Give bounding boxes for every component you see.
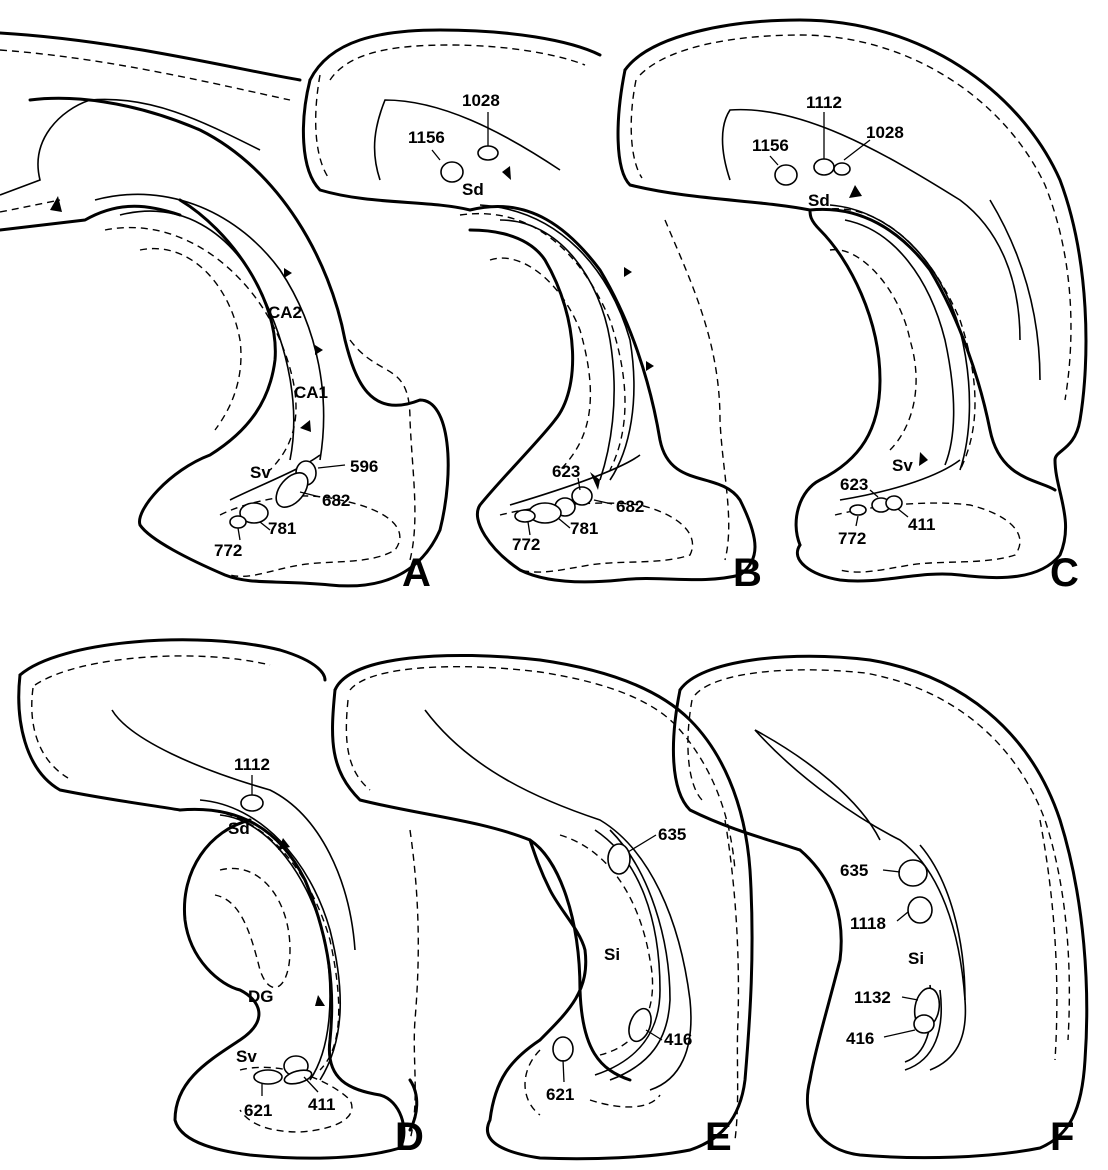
lesion-label: 596 xyxy=(350,457,378,476)
region-label-ca2: CA2 xyxy=(268,303,302,322)
region-label-si: Si xyxy=(908,949,924,968)
panel-letter: F xyxy=(1050,1115,1074,1159)
lesion-label: 1118 xyxy=(850,914,886,933)
lesion-label: 411 xyxy=(908,515,935,534)
region-label-sd: Sd xyxy=(462,180,484,199)
lesion-label: 1028 xyxy=(462,91,500,110)
lesion-label: 1156 xyxy=(408,128,445,147)
lesion-label: 772 xyxy=(838,529,866,548)
panel-letter: C xyxy=(1050,551,1079,595)
region-label-ca1: CA1 xyxy=(294,383,328,402)
lesion-label: 623 xyxy=(840,475,868,494)
lesion-label: 682 xyxy=(616,497,644,516)
panel-e: 635 Si 416 621 E xyxy=(331,653,754,1161)
lesion-label: 635 xyxy=(658,825,686,844)
lesion-label: 781 xyxy=(570,519,598,538)
panel-a: CA2 CA1 Sv 596 682 781 772 A xyxy=(0,31,450,595)
lesion-label: 772 xyxy=(214,541,242,560)
panel-f: 635 1118 Si 1132 416 F xyxy=(671,654,1089,1160)
panel-letter: D xyxy=(395,1115,424,1159)
panel-d: 1112 Sd DG Sv 621 411 D xyxy=(17,638,424,1160)
lesion-label: 772 xyxy=(512,535,540,554)
lesion-label: 1112 xyxy=(234,755,270,774)
lesion-label: 1156 xyxy=(752,136,789,155)
lesion-label: 1112 xyxy=(806,93,842,112)
lesion-label: 416 xyxy=(846,1029,874,1048)
region-label-sd: Sd xyxy=(228,819,250,838)
panel-b: 1028 1156 Sd 623 682 781 772 B xyxy=(302,28,762,595)
lesion-label: 1028 xyxy=(866,123,904,142)
lesion-label: 621 xyxy=(244,1101,272,1120)
panel-c: 1112 1028 1156 Sd Sv 623 411 772 C xyxy=(616,18,1088,595)
lesion-label: 682 xyxy=(322,491,350,510)
region-label-si: Si xyxy=(604,945,620,964)
region-label-sd: Sd xyxy=(808,191,830,210)
lesion-label: 416 xyxy=(664,1030,692,1049)
lesion-label: 621 xyxy=(546,1085,574,1104)
panel-letter: B xyxy=(733,551,762,595)
region-label-sv: Sv xyxy=(892,456,913,475)
lesion-label: 411 xyxy=(308,1095,335,1114)
lesion-label: 635 xyxy=(840,861,868,880)
region-label-sv: Sv xyxy=(236,1047,257,1066)
panel-letter: A xyxy=(402,551,431,595)
region-label-dg: DG xyxy=(248,987,274,1006)
lesion-label: 781 xyxy=(268,519,296,538)
lesion-label: 623 xyxy=(552,462,580,481)
lesion-label: 1132 xyxy=(854,988,891,1007)
region-label-sv: Sv xyxy=(250,463,271,482)
panel-letter: E xyxy=(705,1115,732,1159)
